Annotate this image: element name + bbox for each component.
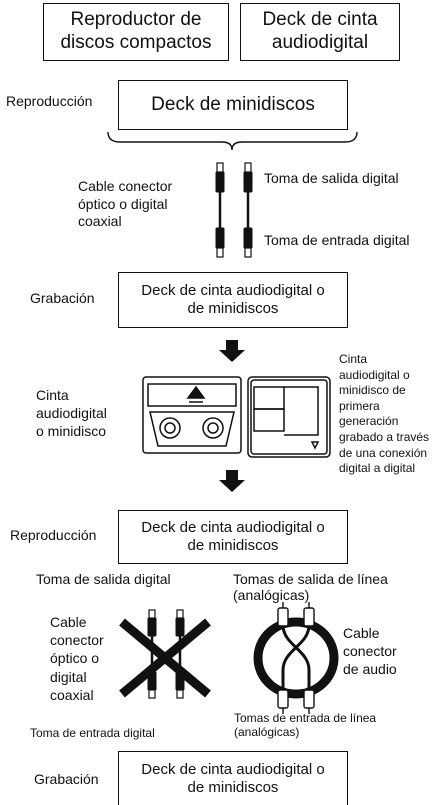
- playback-deck-box: Deck de cinta audiodigital o de minidisc…: [118, 510, 348, 564]
- digital-output-jack-label: Toma de salida digital: [36, 571, 171, 587]
- minidisc-deck-box: Deck de minidiscos: [118, 80, 348, 130]
- first-generation-label: Cinta audiodigital o minidisco de primer…: [339, 352, 430, 476]
- digital-input-jack-label: Toma de entrada digital: [30, 726, 155, 740]
- dat-cassette-icon: [142, 376, 242, 454]
- line-output-jacks-label: Tomas de salida de línea (analógicas): [233, 571, 388, 604]
- optical-cable-pair: [215, 162, 253, 258]
- dat-deck-box: Deck de cinta audiodigital: [240, 3, 400, 61]
- recording-label: Grabación: [30, 290, 95, 306]
- down-arrow-icon: [219, 470, 245, 492]
- recording-label: Grabación: [34, 771, 99, 787]
- line-input-jacks-label: Tomas de entrada de línea (analógicas): [234, 711, 377, 740]
- rca-plugs: [277, 602, 315, 714]
- digital-output-jack-label: Toma de salida digital: [264, 170, 399, 186]
- optical-cable-label: Cable conector óptico o digital coaxial: [78, 178, 173, 229]
- grouping-brace: [107, 131, 358, 151]
- playback-label: Reproducción: [10, 527, 97, 543]
- media-label: Cinta audiodigital o minidisco: [36, 387, 107, 440]
- prohibited-x-icon: [119, 618, 211, 698]
- cd-player-box: Reproductor de discos compactos: [43, 3, 229, 61]
- digital-input-jack-label: Toma de entrada digital: [264, 232, 410, 248]
- minidisc-icon: [247, 376, 331, 458]
- recording-deck-box: Deck de cinta audiodigital o de minidisc…: [118, 272, 348, 328]
- digital-cable-label: Cable conector óptico o digital coaxial: [50, 614, 104, 703]
- recording-deck-box: Deck de cinta audiodigital o de minidisc…: [118, 751, 348, 805]
- audio-cable-loop: [253, 617, 339, 699]
- digital-cable-pair-crossed: [147, 609, 185, 699]
- down-arrow-icon: [219, 340, 245, 362]
- playback-label: Reproducción: [6, 93, 93, 109]
- audio-cable-label: Cable conector de audio: [343, 625, 397, 678]
